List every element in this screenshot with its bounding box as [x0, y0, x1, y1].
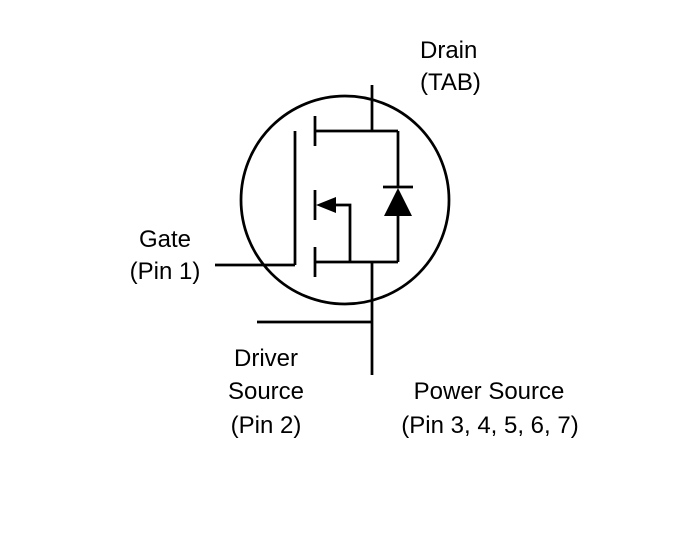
symbol-lines	[215, 85, 451, 375]
gate-label-line1: Gate	[139, 226, 191, 253]
driver-source-label-line3: (Pin 2)	[231, 412, 302, 439]
substrate-arrowhead-icon	[316, 197, 336, 213]
driver-source-label-line2: Source	[228, 378, 304, 405]
drain-label-line1: Drain	[420, 37, 477, 64]
power-source-label-line2: (Pin 3, 4, 5, 6, 7)	[401, 412, 578, 439]
diode-triangle-icon	[384, 188, 412, 216]
labels: Drain (TAB) Gate (Pin 1) Driver Source (…	[130, 37, 579, 439]
filled-shapes	[316, 188, 412, 216]
drain-label-line2: (TAB)	[420, 69, 481, 96]
driver-source-label-line1: Driver	[234, 345, 298, 372]
substrate-wire	[334, 203, 352, 262]
power-source-label-line1: Power Source	[414, 378, 565, 405]
mosfet-body-circle	[239, 94, 451, 306]
gate-label-line2: (Pin 1)	[130, 258, 201, 285]
